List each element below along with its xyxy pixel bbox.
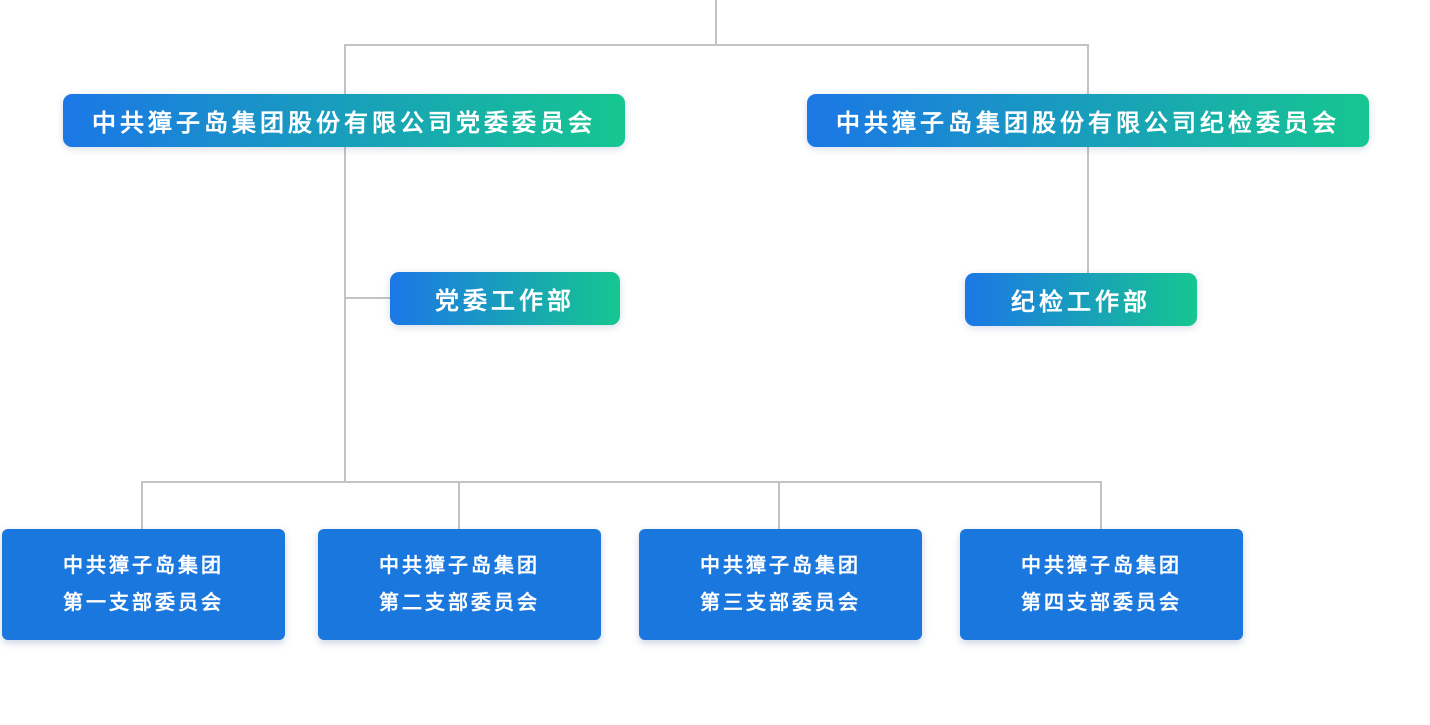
org-node-branch-3-line1: 中共獐子岛集团 <box>700 554 861 577</box>
connector-branch-3-drop <box>778 481 780 529</box>
org-node-branch-1: 中共獐子岛集团 第一支部委员会 <box>2 529 285 640</box>
org-node-branch-4-line2: 第四支部委员会 <box>1021 591 1182 614</box>
org-node-branch-1-line1: 中共獐子岛集团 <box>63 554 224 577</box>
connector-discipline-trunk <box>1087 146 1089 274</box>
org-node-branch-4: 中共獐子岛集团 第四支部委员会 <box>960 529 1243 640</box>
org-node-branch-4-line1: 中共獐子岛集团 <box>1021 554 1182 577</box>
connector-top-rail <box>344 44 1089 46</box>
connector-top-trunk <box>715 0 717 46</box>
connector-party-work-dept-stub <box>344 297 391 299</box>
connector-branch-4-drop <box>1100 481 1102 529</box>
org-node-branch-2: 中共獐子岛集团 第二支部委员会 <box>318 529 601 640</box>
org-node-branch-1-line2: 第一支部委员会 <box>63 591 224 614</box>
org-node-discipline-work-dept-label: 纪检工作部 <box>1011 289 1151 316</box>
org-node-party-work-dept: 党委工作部 <box>390 272 620 325</box>
connector-discipline-committee-drop <box>1087 44 1089 94</box>
org-node-branch-3-line2: 第三支部委员会 <box>700 591 861 614</box>
org-node-branch-2-line1: 中共獐子岛集团 <box>379 554 540 577</box>
connector-branch-2-drop <box>458 481 460 529</box>
org-node-party-committee-label: 中共獐子岛集团股份有限公司党委委员会 <box>92 110 596 137</box>
connector-party-committee-drop <box>344 44 346 94</box>
connector-party-trunk <box>344 146 346 483</box>
connector-branch-1-drop <box>141 481 143 529</box>
org-node-discipline-committee-label: 中共獐子岛集团股份有限公司纪检委员会 <box>836 110 1340 137</box>
org-node-party-work-dept-label: 党委工作部 <box>435 288 575 315</box>
connector-branch-rail <box>141 481 1102 483</box>
org-node-discipline-work-dept: 纪检工作部 <box>965 273 1197 326</box>
org-node-branch-3: 中共獐子岛集团 第三支部委员会 <box>639 529 922 640</box>
org-node-discipline-committee: 中共獐子岛集团股份有限公司纪检委员会 <box>807 94 1369 147</box>
org-node-branch-2-line2: 第二支部委员会 <box>379 591 540 614</box>
org-node-party-committee: 中共獐子岛集团股份有限公司党委委员会 <box>63 94 625 147</box>
